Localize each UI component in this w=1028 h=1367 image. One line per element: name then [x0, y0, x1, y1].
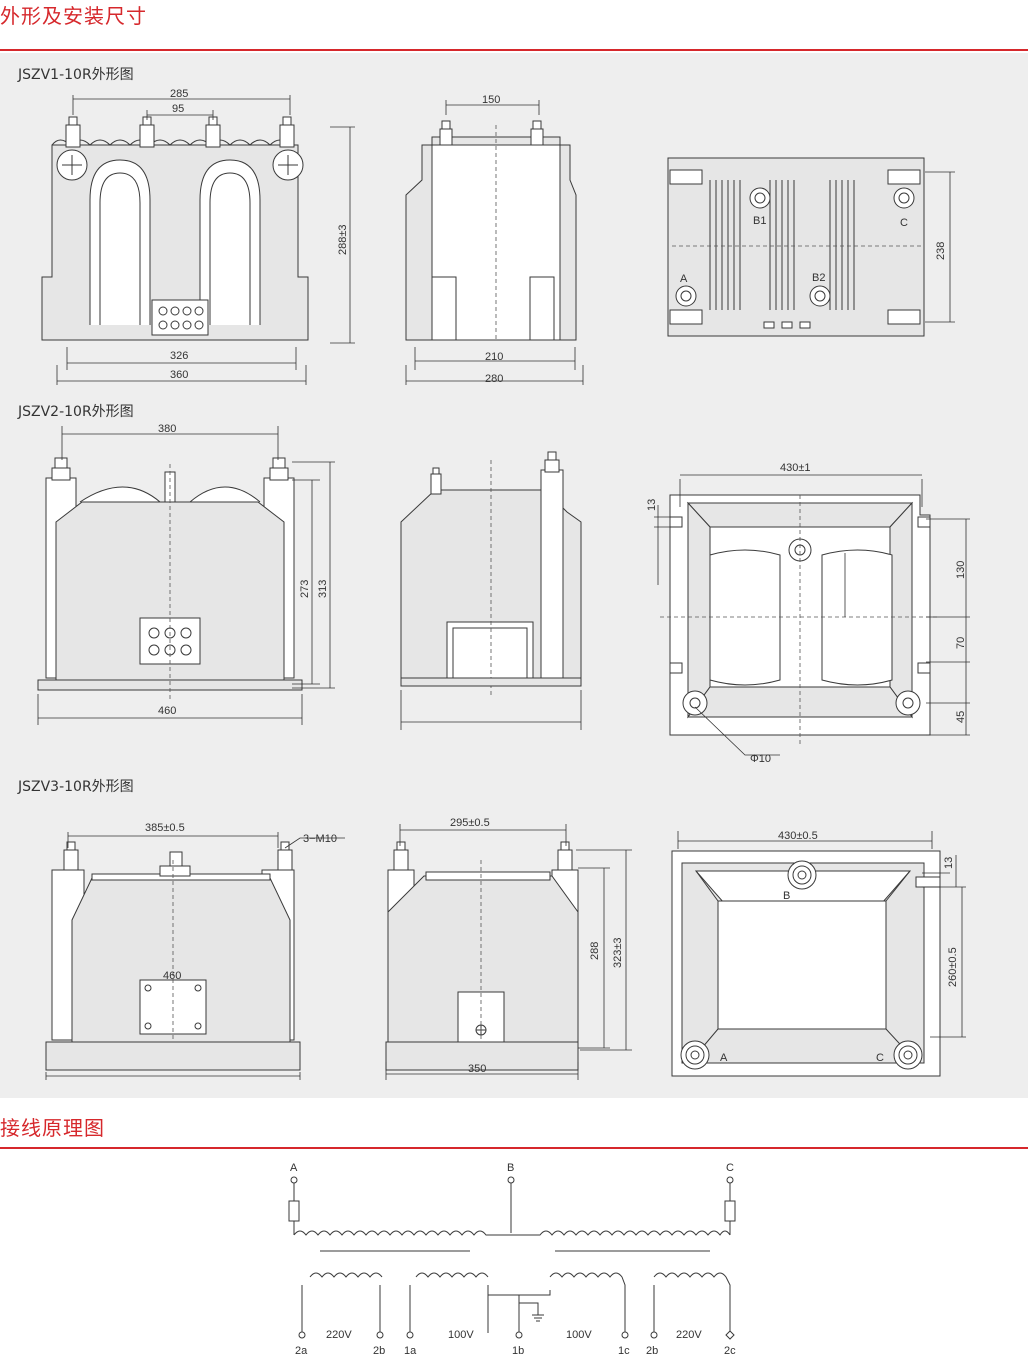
- dim-150: 150: [482, 94, 500, 106]
- dim-430-v3: 430±0.5: [778, 830, 818, 842]
- dim-13: 13: [646, 499, 658, 511]
- dim-430: 430±1: [780, 462, 811, 474]
- dim-295: 295±0.5: [450, 817, 490, 829]
- dim-210: 210: [485, 351, 503, 363]
- label-b-v3: B: [783, 890, 790, 902]
- dim-313: 313: [317, 580, 329, 598]
- model-label-jszv2: JSZV2-10R外形图: [18, 404, 134, 420]
- dim-285: 285: [170, 88, 188, 100]
- terminal-2b-right: 2b: [646, 1345, 658, 1357]
- section-title-dimensions: 外形及安装尺寸: [0, 4, 147, 28]
- wiring-top-c: C: [726, 1162, 734, 1174]
- jszv2-front-view: 380 273 313 460: [37, 423, 335, 725]
- wiring-diagram: A B C 220V 100V 100V 220V 2a 2b 1a 1b 1c…: [288, 1162, 736, 1357]
- dim-13-v3: 13: [943, 857, 955, 869]
- winding-100v-right: 100V: [566, 1329, 592, 1341]
- dim-460-v3: 460: [163, 970, 181, 982]
- wiring-top-b: B: [507, 1162, 514, 1174]
- jszv3-front-view: 385±0.5 3−M10 460: [45, 822, 345, 1080]
- dim-280: 280: [485, 373, 503, 385]
- dim-45: 45: [955, 711, 967, 723]
- section-divider-2: [0, 1147, 1028, 1149]
- label-a-v3: A: [720, 1052, 728, 1064]
- jszv1-top-view: B1 C A B2 238: [667, 157, 955, 337]
- terminal-1c: 1c: [618, 1345, 630, 1357]
- label-c-v3: C: [876, 1052, 884, 1064]
- winding-100v-left: 100V: [448, 1329, 474, 1341]
- wiring-top-a: A: [290, 1162, 298, 1174]
- label-b1: B1: [753, 215, 766, 227]
- jszv2-top-view: 430±1 13 130 70 45 Φ10: [646, 462, 970, 765]
- dim-95: 95: [172, 103, 184, 115]
- dim-273: 273: [299, 580, 311, 598]
- model-label-jszv3: JSZV3-10R外形图: [18, 779, 134, 795]
- jszv2-side-view: [400, 451, 582, 730]
- jszv3-side-view: 295±0.5 288 323±3 350: [385, 817, 632, 1080]
- terminal-1a: 1a: [404, 1345, 417, 1357]
- terminal-1b: 1b: [512, 1345, 524, 1357]
- dim-130: 130: [955, 561, 967, 579]
- dim-385: 385±0.5: [145, 822, 185, 834]
- dim-323: 323±3: [612, 937, 624, 968]
- label-a: A: [680, 273, 688, 285]
- dim-288: 288±3: [337, 224, 349, 255]
- winding-220v-right: 220V: [676, 1329, 702, 1341]
- section-divider: [0, 49, 1028, 51]
- label-3m10: 3−M10: [303, 833, 337, 845]
- jszv3-top-view: B A C 430±0.5 13 260±0.5: [671, 830, 966, 1077]
- dim-288-v3: 288: [589, 942, 601, 960]
- dim-70: 70: [955, 637, 967, 649]
- dim-460: 460: [158, 705, 176, 717]
- terminal-2a: 2a: [295, 1345, 308, 1357]
- jszv1-side-view: 150 210 280: [405, 94, 584, 385]
- dim-238: 238: [935, 242, 947, 260]
- terminal-2b-left: 2b: [373, 1345, 385, 1357]
- dim-360: 360: [170, 369, 188, 381]
- section-title-wiring: 接线原理图: [0, 1116, 105, 1140]
- dim-350: 350: [468, 1063, 486, 1075]
- jszv1-front-view: 285 95 288±3 326 360: [41, 88, 355, 385]
- label-b2: B2: [812, 272, 825, 284]
- model-label-jszv1: JSZV1-10R外形图: [18, 67, 134, 83]
- dim-326: 326: [170, 350, 188, 362]
- dim-380: 380: [158, 423, 176, 435]
- terminal-2c: 2c: [724, 1345, 736, 1357]
- winding-220v-left: 220V: [326, 1329, 352, 1341]
- label-c: C: [900, 217, 908, 229]
- dim-260: 260±0.5: [947, 947, 959, 987]
- dim-phi10: Φ10: [750, 753, 771, 765]
